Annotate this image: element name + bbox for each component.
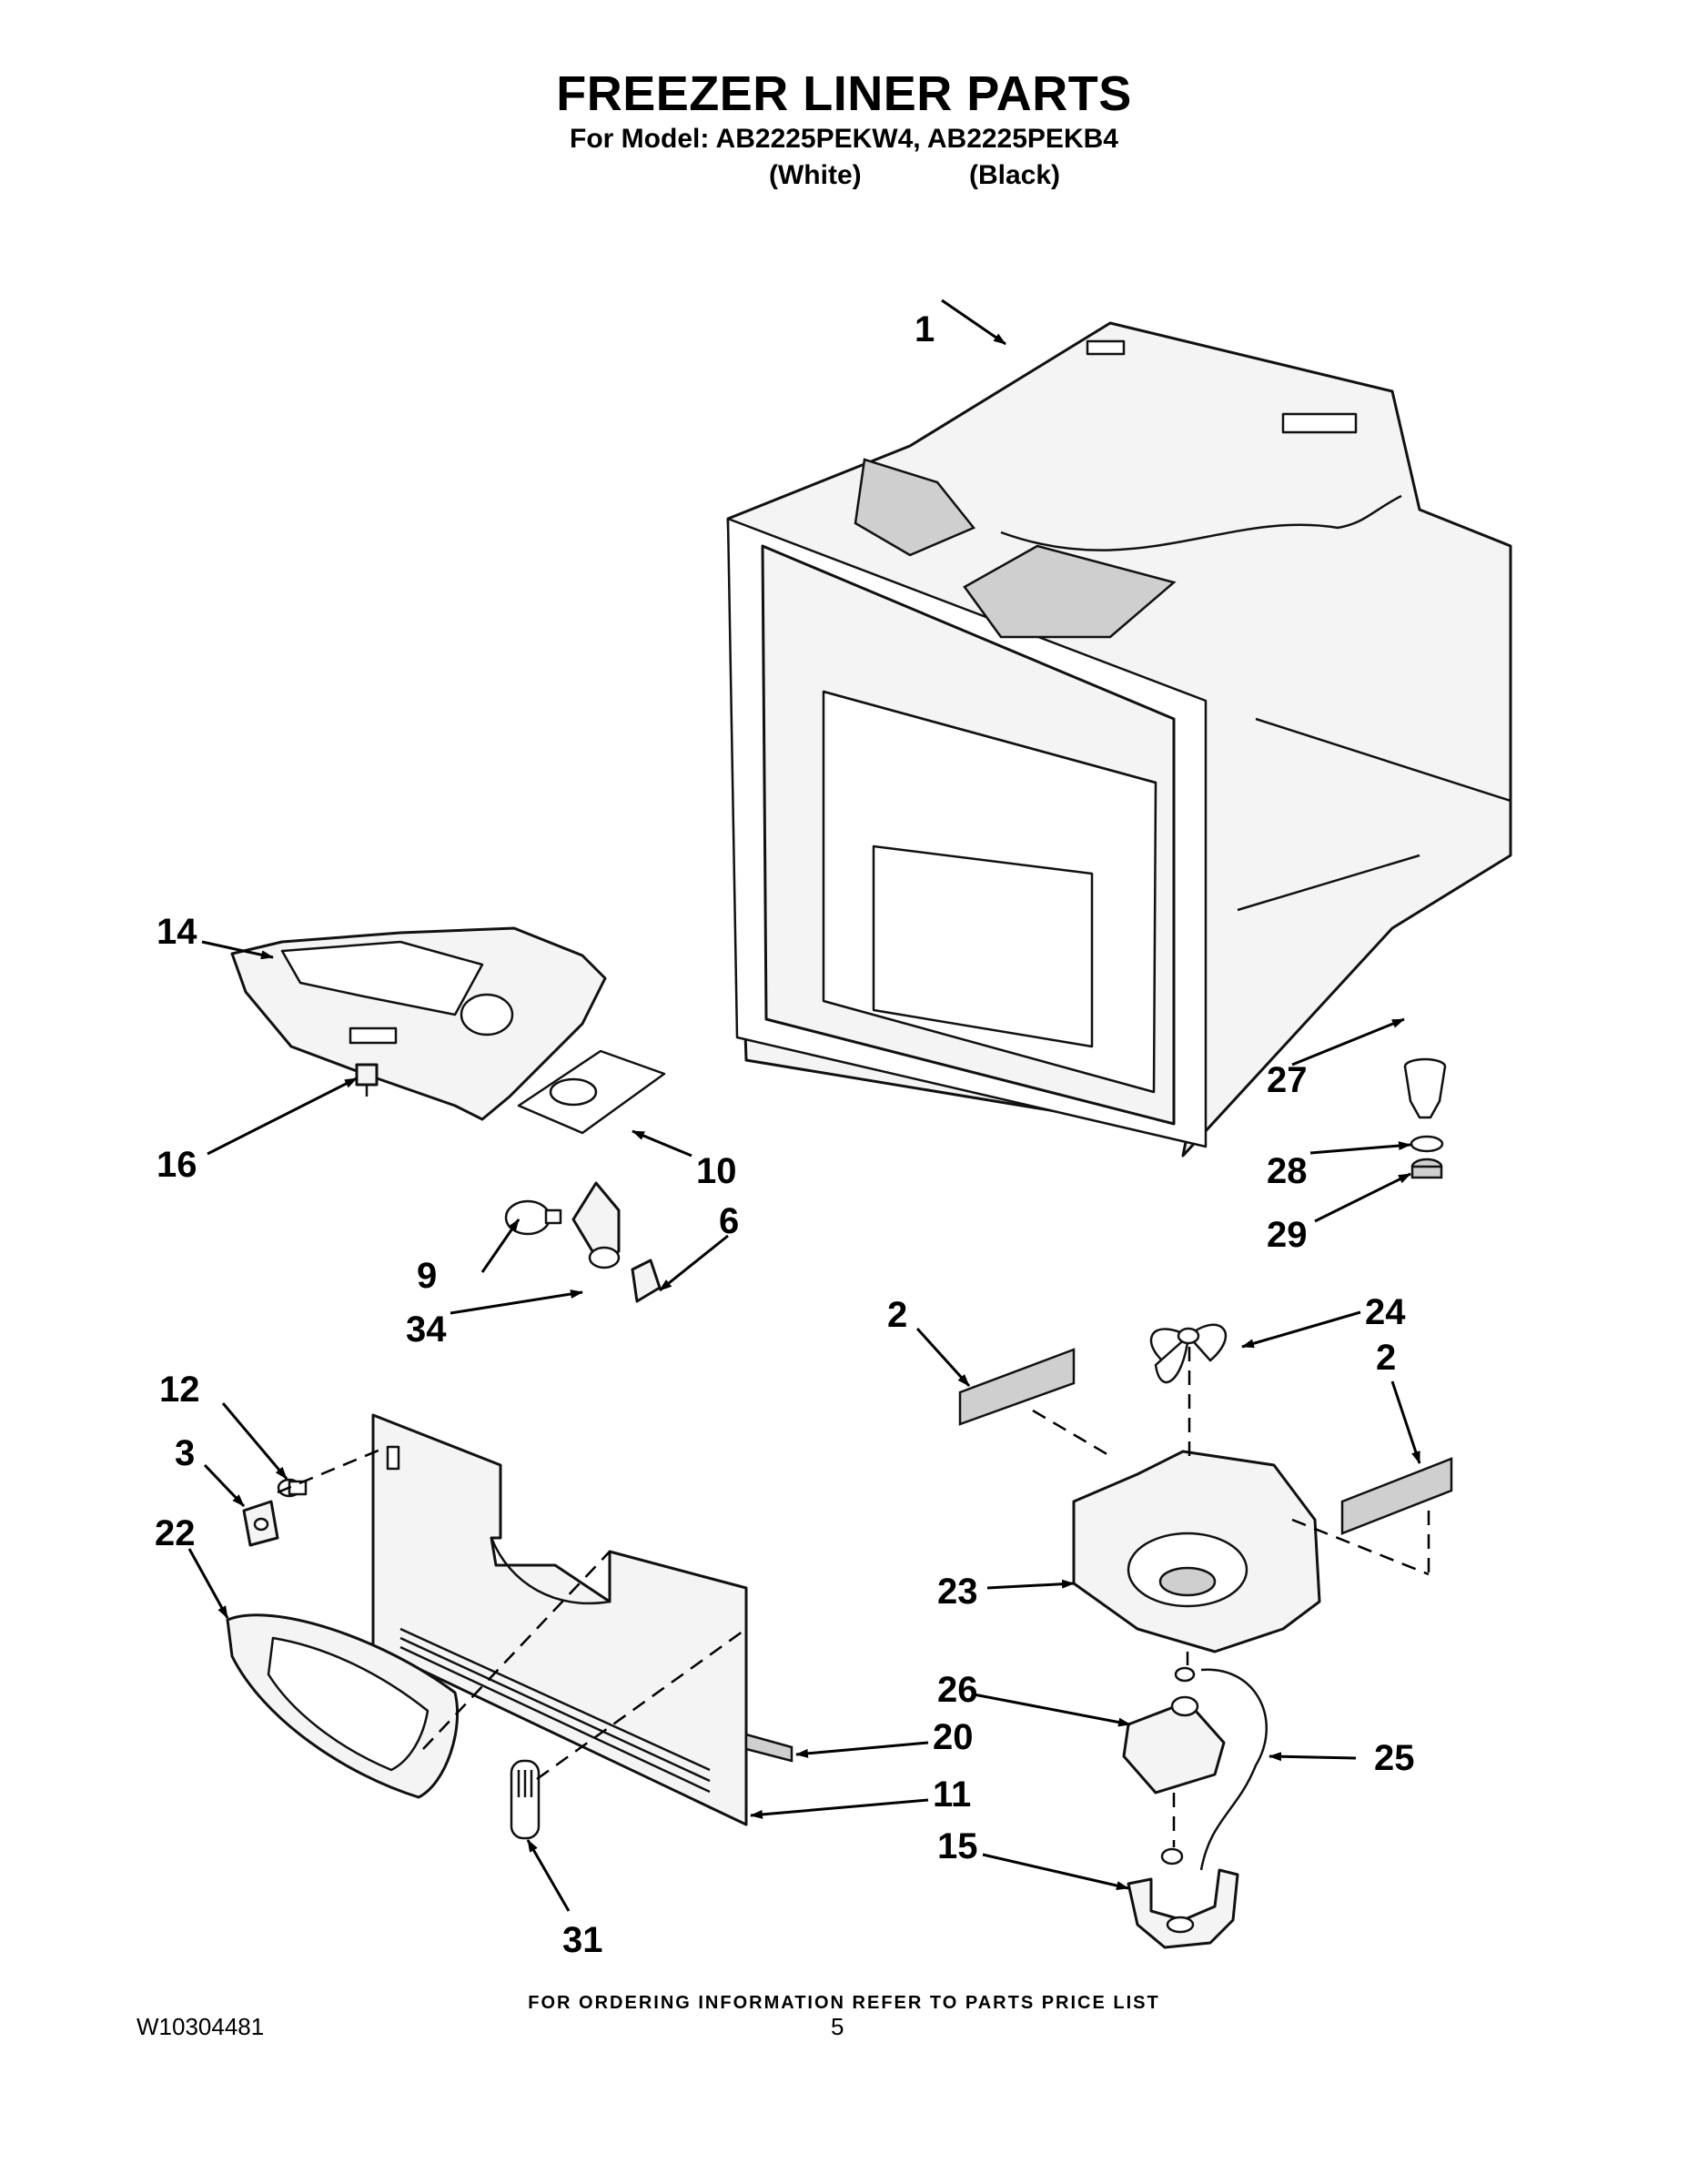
callout-26: 26 bbox=[937, 1670, 978, 1710]
callout-11: 11 bbox=[933, 1774, 971, 1815]
callout-15: 15 bbox=[937, 1826, 978, 1866]
part-31 bbox=[510, 1759, 541, 1840]
air-duct-cover-part bbox=[230, 926, 607, 1121]
callout-23: 23 bbox=[937, 1572, 978, 1612]
callout-25: 25 bbox=[1374, 1738, 1415, 1778]
fan-motor-part bbox=[1122, 1666, 1226, 1795]
callout-1: 1 bbox=[915, 309, 935, 349]
fan-blade-part bbox=[1149, 1323, 1228, 1384]
page-number: 5 bbox=[831, 2013, 844, 2040]
page-title: FREEZER LINER PARTS bbox=[556, 66, 1132, 121]
motor-bracket-part bbox=[1127, 1847, 1239, 1949]
leader-arrows bbox=[187, 298, 1421, 1912]
gasket-part-left bbox=[958, 1348, 1076, 1426]
variant-white-label: (White) bbox=[769, 160, 862, 190]
callout-2-left: 2 bbox=[887, 1295, 907, 1335]
callout-3: 3 bbox=[175, 1433, 195, 1473]
fan-housing-part bbox=[1072, 1450, 1321, 1653]
part-16 bbox=[355, 1063, 379, 1097]
drain-fitting-part bbox=[1403, 1057, 1447, 1179]
lamp-assembly-part bbox=[504, 1181, 662, 1303]
callout-2-right: 2 bbox=[1376, 1338, 1396, 1378]
ordering-note: FOR ORDERING INFORMATION REFER TO PARTS … bbox=[528, 1993, 1160, 2013]
callout-34: 34 bbox=[406, 1309, 447, 1350]
callout-29: 29 bbox=[1267, 1215, 1308, 1255]
callout-27: 27 bbox=[1267, 1060, 1308, 1100]
variant-black-label: (Black) bbox=[969, 160, 1061, 190]
callout-16: 16 bbox=[157, 1145, 197, 1185]
callout-9: 9 bbox=[417, 1256, 437, 1296]
grille-part bbox=[226, 1613, 460, 1799]
callout-24: 24 bbox=[1365, 1292, 1406, 1332]
callout-22: 22 bbox=[155, 1513, 196, 1553]
document-number: W10304481 bbox=[136, 2013, 265, 2040]
callout-10: 10 bbox=[696, 1151, 737, 1191]
callout-14: 14 bbox=[157, 912, 197, 952]
evaporator-cover-panel-part bbox=[371, 1413, 748, 1826]
callout-12: 12 bbox=[159, 1370, 200, 1410]
callout-28: 28 bbox=[1267, 1151, 1308, 1191]
foam-strip-part bbox=[744, 1733, 793, 1763]
assembly-dashed-lines bbox=[277, 1347, 1430, 1847]
gasket-part-right bbox=[1340, 1457, 1453, 1535]
callout-6: 6 bbox=[719, 1201, 739, 1241]
model-subtitle: For Model: AB2225PEKW4, AB2225PEKB4 bbox=[570, 124, 1118, 154]
insulation-pad-part bbox=[517, 1049, 666, 1135]
wire-harness-part bbox=[1199, 1668, 1268, 1871]
callout-20: 20 bbox=[933, 1717, 974, 1757]
callout-31: 31 bbox=[562, 1920, 603, 1960]
screw-and-socket-part bbox=[242, 1478, 308, 1547]
callout-numbers: 1 14 16 10 6 9 34 27 28 29 2 24 2 12 3 2… bbox=[155, 309, 1415, 1960]
freezer-liner-part bbox=[726, 321, 1512, 1158]
